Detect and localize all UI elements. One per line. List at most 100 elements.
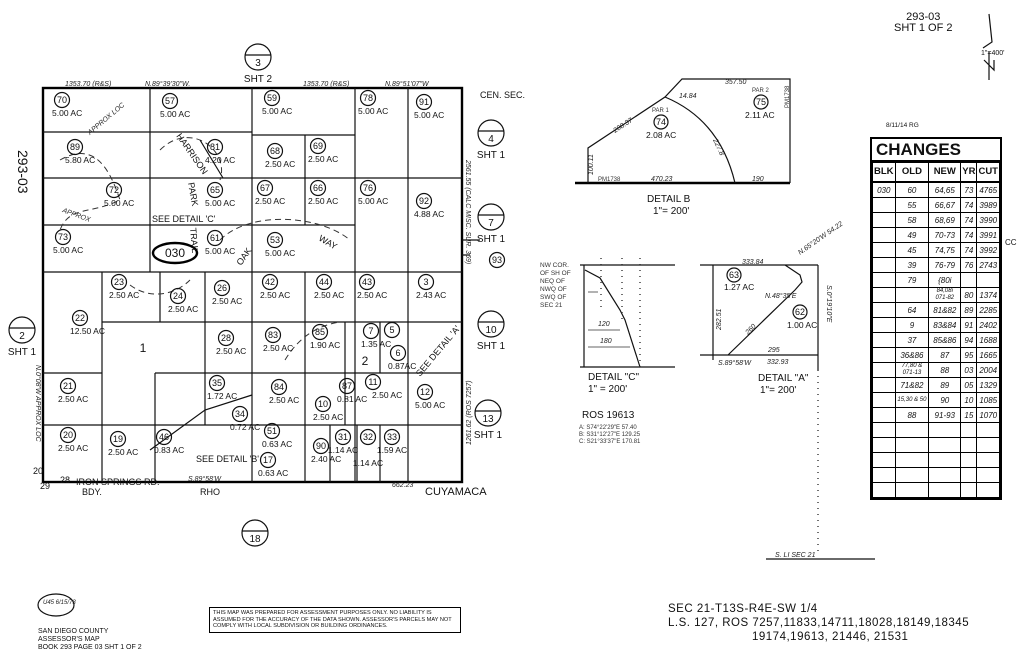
parcel-76[interactable]: 765.00 AC <box>358 179 388 207</box>
parcel-24[interactable]: 242.50 AC <box>168 287 198 315</box>
parcel-23[interactable]: 232.50 AC <box>109 273 139 301</box>
svg-text:227.8: 227.8 <box>711 137 725 157</box>
parcel-42[interactable]: 422.50 AC <box>260 273 290 301</box>
parcel-61[interactable]: 615.00 AC <box>205 229 235 257</box>
changes-cell-old: 71&82 <box>894 377 930 393</box>
parcel-number-circle <box>383 321 401 339</box>
parcel-91[interactable]: 915.00 AC <box>414 93 444 121</box>
svg-text:2.11 AC: 2.11 AC <box>745 110 775 120</box>
changes-cell-cut <box>976 272 1000 288</box>
parcel-83[interactable]: 832.50 AC <box>263 326 293 354</box>
changes-cell-old: 36&86 <box>894 347 930 363</box>
parcel-46[interactable]: 460.83 AC <box>154 428 184 456</box>
changes-cell-yr: 74 <box>960 212 978 228</box>
parcel-7[interactable]: 71.35 AC <box>361 322 391 350</box>
parcel-32[interactable]: 321.14 AC <box>353 428 383 469</box>
parcel-84[interactable]: 842.50 AC <box>269 378 299 406</box>
see-detail-a: SEE DETAIL 'A' <box>414 323 462 378</box>
parcel-66[interactable]: 662.50 AC <box>308 179 338 207</box>
parcel-number: 21 <box>63 381 73 391</box>
parcel-5[interactable]: 5 <box>383 321 401 339</box>
parcel-number: 53 <box>270 235 280 245</box>
parcel-acreage: 5.00 AC <box>104 198 134 208</box>
changes-cell-old: 45 <box>894 242 930 258</box>
parcel-17[interactable]: 170.63 AC <box>258 451 288 479</box>
changes-cell-yr <box>960 272 978 288</box>
parcel-59[interactable]: 595.00 AC <box>262 89 292 117</box>
parcel-3[interactable]: 32.43 AC <box>416 273 446 301</box>
parcel-89[interactable]: 895.80 AC <box>65 138 95 166</box>
parcel-number: 67 <box>260 183 270 193</box>
parcel-85[interactable]: 851.90 AC <box>310 323 340 351</box>
parcel-67[interactable]: 672.50 AC <box>255 179 285 207</box>
parcel-92[interactable]: 924.88 AC <box>414 192 444 220</box>
parcel-65[interactable]: 655.00 AC <box>205 181 235 209</box>
parcel-31[interactable]: 311.14 AC <box>328 428 358 456</box>
parcel-33[interactable]: 331.59 AC <box>377 428 407 456</box>
parcel-19[interactable]: 192.50 AC <box>108 430 138 458</box>
changes-cell-cut: 2285 <box>976 302 1000 318</box>
parcel-34[interactable]: 340.72 AC <box>230 405 260 433</box>
parcel-acreage: 1.90 AC <box>310 340 340 350</box>
parcel-number-circle <box>359 428 377 446</box>
parcel-10[interactable]: 102.50 AC <box>313 395 343 423</box>
road-trail-label: TRAIL <box>188 227 200 253</box>
svg-text:180: 180 <box>600 338 612 345</box>
changes-title: CHANGES <box>872 139 1000 162</box>
parcel-acreage: 5.00 AC <box>53 245 83 255</box>
parcel-68[interactable]: 682.50 AC <box>265 142 295 170</box>
parcel-90[interactable]: 90 2.40 AC <box>311 437 341 465</box>
parcel-72[interactable]: 725.00 AC <box>104 181 134 209</box>
parcel-acreage: 5.80 AC <box>65 155 95 165</box>
parcel-57[interactable]: 575.00 AC <box>160 92 190 120</box>
parcel-11[interactable]: 112.50 AC <box>364 373 403 401</box>
parcel-number: 90 <box>316 441 326 451</box>
changes-cell-yr <box>960 452 978 468</box>
parcel-12[interactable]: 125.00 AC <box>415 383 445 411</box>
sheet-reference-18[interactable]: 18 <box>241 519 269 547</box>
parcel-acreage: 2.50 AC <box>269 395 299 405</box>
parcel-number: 43 <box>362 277 372 287</box>
parcel-21[interactable]: 212.50 AC <box>58 377 88 405</box>
corner-20: 20 <box>33 466 43 476</box>
parcel-35[interactable]: 351.72 AC <box>207 374 237 402</box>
changes-cell-blk <box>872 482 896 498</box>
parcel-93[interactable]: 93 <box>488 251 506 269</box>
parcel-acreage: 2.40 AC <box>311 454 341 464</box>
parcel-53[interactable]: 535.00 AC <box>265 231 295 259</box>
parcel-number-circle <box>213 279 231 297</box>
parcel-26[interactable]: 262.50 AC <box>212 279 242 307</box>
parcel-number: 61 <box>210 233 220 243</box>
changes-cell-blk <box>872 212 896 228</box>
parcel-6[interactable]: 60.87AC <box>388 344 416 372</box>
parcel-44[interactable]: 442.50 AC <box>314 273 344 301</box>
svg-text:S.0°19'10"E: S.0°19'10"E <box>825 285 833 323</box>
parcel-87[interactable]: 870.81 AC <box>337 377 367 405</box>
parcel-81[interactable]: 814.20 AC <box>205 138 235 166</box>
parcel-number-circle <box>416 383 434 401</box>
changes-col-blk: BLK <box>872 162 896 183</box>
parcel-43[interactable]: 432.50 AC <box>357 273 387 301</box>
bottom-bearing: S.89°58'W <box>188 475 222 483</box>
changes-cell-old <box>894 482 930 498</box>
ros-references-2: 19174,19613, 21446, 21531 <box>752 631 909 643</box>
parcel-78[interactable]: 785.00 AC <box>358 89 388 117</box>
parcel-51[interactable]: 510.63 AC <box>262 422 292 450</box>
parcel-number: 10 <box>318 399 328 409</box>
changes-cell-blk <box>872 317 896 333</box>
cc-note: CC <box>1005 238 1017 247</box>
parcel-70[interactable]: 705.00 AC <box>52 91 82 119</box>
parcel-number-circle <box>309 137 327 155</box>
parcel-69[interactable]: 692.50 AC <box>308 137 338 165</box>
parcel-28[interactable]: 282.50 AC <box>216 329 246 357</box>
parcel-20[interactable]: 202.50 AC <box>58 426 88 454</box>
parcel-73[interactable]: 735.00 AC <box>53 228 83 256</box>
